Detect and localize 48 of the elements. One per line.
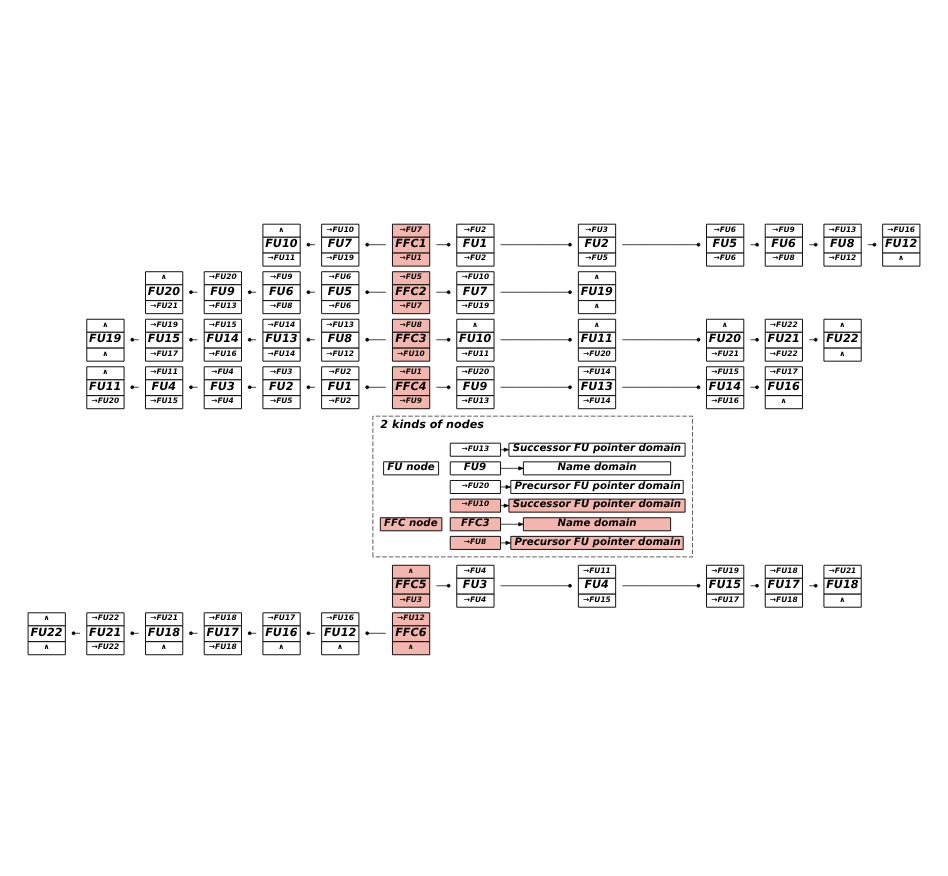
arrow: [500, 484, 511, 488]
connector: [306, 384, 316, 389]
connector: [435, 336, 451, 341]
connector: [808, 582, 818, 587]
connector: [189, 384, 198, 389]
connector: [247, 336, 257, 341]
connector: [621, 336, 701, 341]
connector: [306, 289, 316, 294]
connector: [130, 384, 140, 389]
connector: [500, 384, 572, 389]
connector: [435, 582, 451, 587]
connector: [500, 336, 572, 341]
connector: [365, 630, 387, 635]
connector: [306, 241, 316, 246]
connector: [867, 241, 877, 246]
connector: [189, 630, 198, 635]
connector: [306, 630, 316, 635]
connector: [247, 384, 257, 389]
connector: [621, 241, 701, 246]
connector: [750, 582, 759, 587]
connector: [621, 582, 701, 587]
connector: [306, 336, 316, 341]
connector: [365, 336, 387, 341]
connector: [435, 384, 451, 389]
connector: [808, 336, 818, 341]
connector: [365, 289, 387, 294]
connector: [130, 630, 140, 635]
arrow: [500, 521, 524, 526]
connector: [71, 630, 81, 635]
connector: [750, 241, 759, 246]
connector: [435, 241, 451, 246]
connector: [621, 384, 701, 389]
connector: [130, 336, 140, 341]
arrow: [500, 539, 511, 544]
connector: [247, 289, 257, 294]
connector: [247, 630, 257, 635]
connector: [189, 289, 198, 294]
arrow: [500, 465, 524, 470]
connector: [500, 241, 572, 246]
connector: [365, 384, 387, 389]
connector: [365, 241, 387, 246]
connector: [500, 289, 572, 294]
connector: [435, 289, 451, 294]
connector: [500, 582, 572, 587]
connector: [750, 336, 759, 341]
connector: [189, 336, 198, 341]
connector: [808, 241, 818, 246]
connector: [750, 384, 759, 389]
